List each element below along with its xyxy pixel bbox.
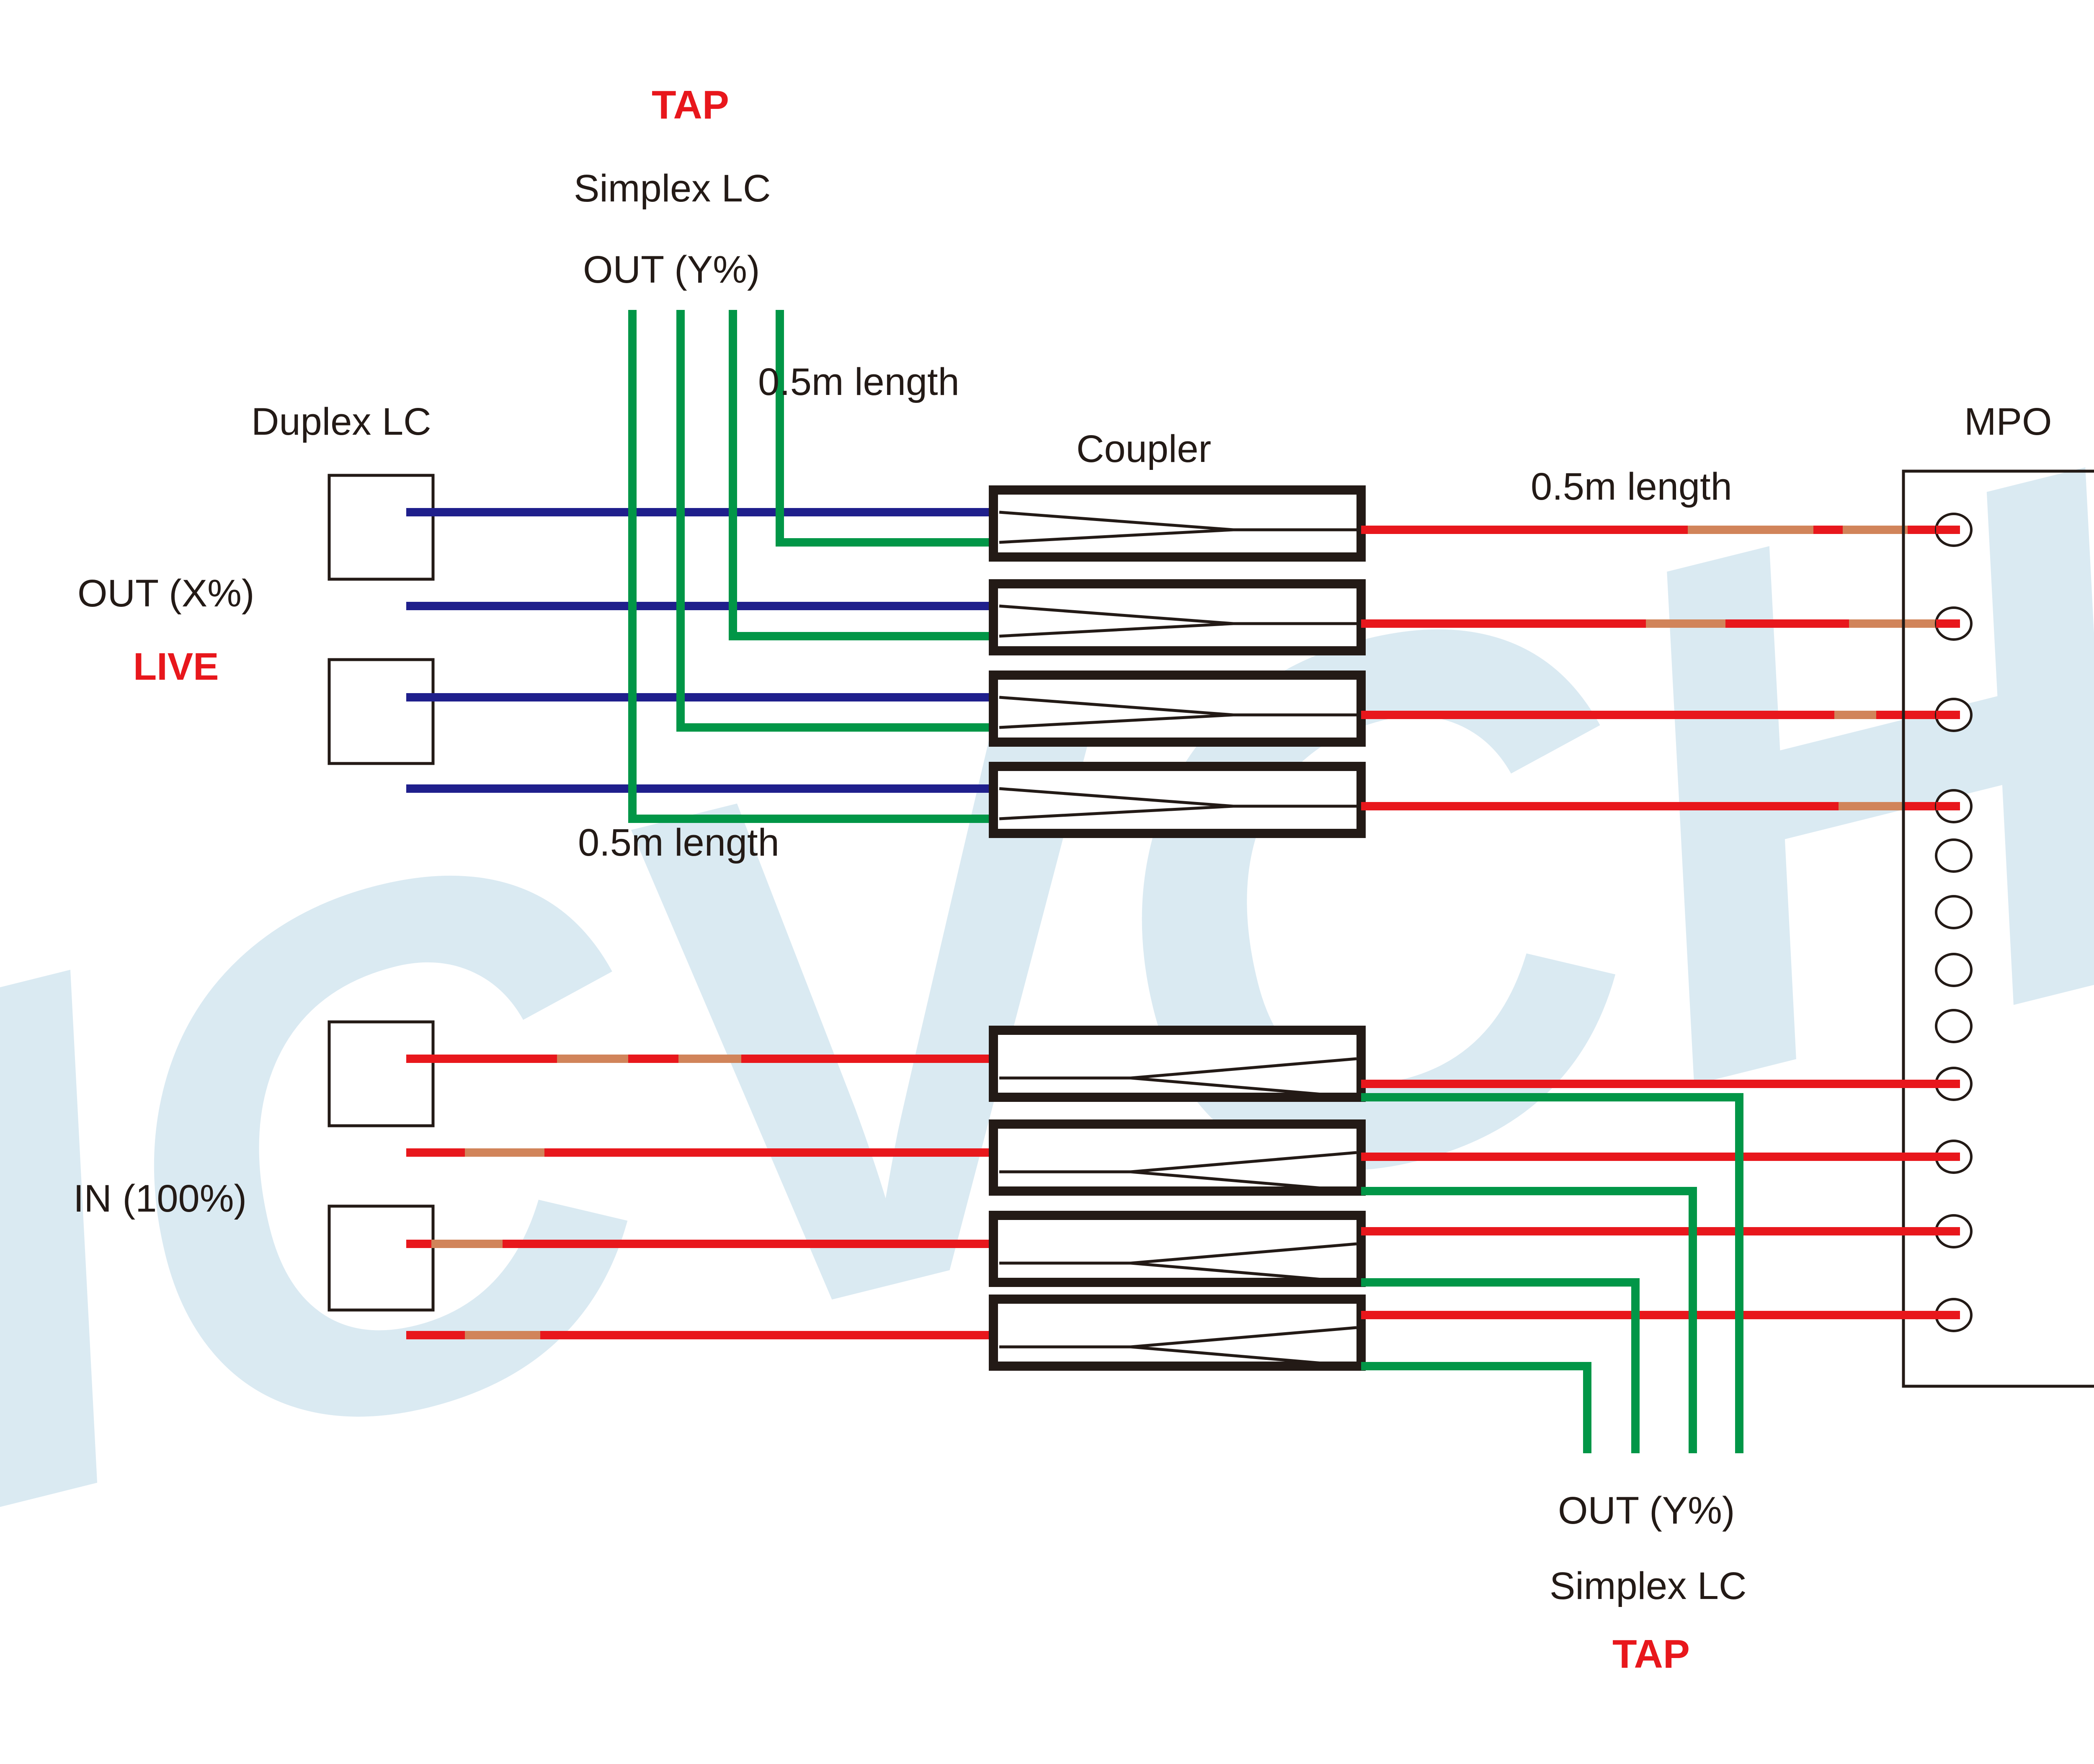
- label-mpo: MPO: [1964, 400, 2052, 443]
- label-top-simplex-lc: Simplex LC: [574, 167, 771, 210]
- label-bottom-simplex-lc: Simplex LC: [1550, 1565, 1747, 1607]
- coupler-boxes-bottom: [989, 1026, 1366, 1371]
- red-live-out-lines-bottom: [1361, 1080, 1954, 1319]
- green-tap-legs-top: [628, 310, 784, 318]
- mpo-port-6: [1935, 895, 1973, 929]
- duplex-lc-box-bottom-1: [328, 1020, 435, 1127]
- label-left-out-x: OUT (X%): [77, 572, 255, 615]
- duplex-lc-box-top-2: [328, 658, 435, 765]
- duplex-lc-box-top-1: [328, 474, 435, 581]
- label-mid-length-lower: 0.5m length: [578, 821, 779, 864]
- label-top-length-upper: 0.5m length: [758, 361, 959, 403]
- label-right-length: 0.5m length: [1531, 465, 1732, 508]
- duplex-lc-box-bottom-2: [328, 1204, 435, 1312]
- mpo-port-8: [1935, 1009, 1973, 1043]
- label-coupler: Coupler: [1076, 428, 1212, 470]
- green-tap-routes-bottom: [1361, 1093, 1743, 1453]
- label-top-tap: TAP: [652, 83, 729, 127]
- label-left-live: LIVE: [133, 645, 219, 688]
- label-bottom-tap: TAP: [1612, 1632, 1690, 1676]
- fiber-core-overlay-bottom-left: [431, 1055, 741, 1339]
- mpo-connector: [1902, 469, 2094, 1388]
- blue-live-lines-top: [406, 508, 998, 793]
- label-bottom-out-y: OUT (Y%): [1558, 1489, 1735, 1532]
- green-tap-routes-top: [628, 310, 998, 823]
- label-top-out-y: OUT (Y%): [583, 248, 760, 291]
- mpo-port-5: [1935, 838, 1973, 873]
- mpo-port-7: [1935, 953, 1973, 987]
- coupler-boxes-top: [989, 485, 1366, 838]
- label-left-in-100: IN (100%): [73, 1177, 247, 1220]
- fiber-core-overlay-top: [1646, 526, 1954, 810]
- label-duplex-lc: Duplex LC: [251, 400, 431, 443]
